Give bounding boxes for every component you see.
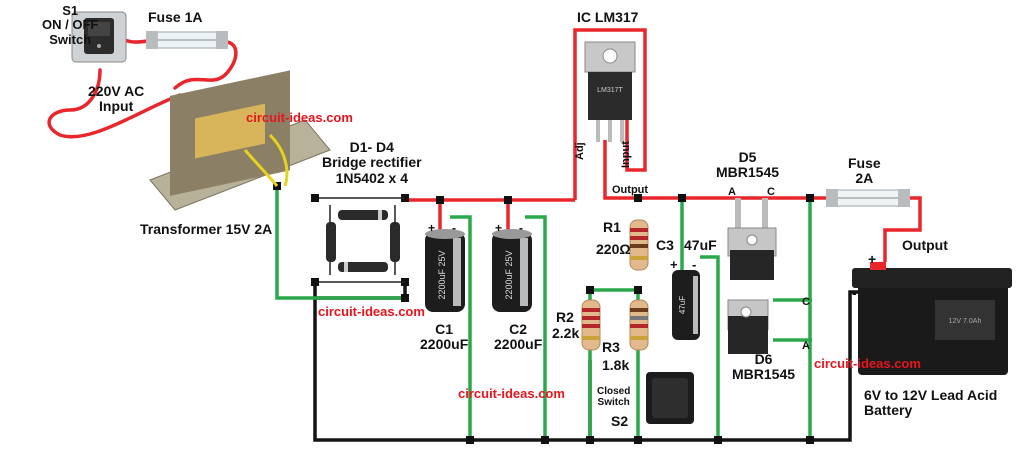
c2-marking: 2200uF 25V	[504, 250, 514, 299]
d5-anode: A	[728, 186, 736, 198]
adj-label: Adj	[574, 142, 586, 160]
closed-line2: Switch	[597, 397, 630, 408]
c2-label: C2 2200uF	[494, 321, 543, 353]
closed-switch-label: Closed Switch	[597, 386, 630, 408]
c1-name: C1	[435, 321, 454, 337]
c2-value: 2200uF	[494, 336, 543, 353]
r1-value: 220Ω	[596, 241, 631, 257]
battery-minus: -	[852, 285, 857, 301]
bridge-rectifier-icon	[319, 197, 405, 283]
r3-resistor-icon	[629, 299, 649, 351]
c3-plus: +	[670, 257, 678, 272]
r2-name: R2	[556, 309, 574, 325]
c3-name: C3	[656, 237, 674, 253]
s2-label: S2	[611, 413, 629, 429]
r2-resistor-icon	[581, 299, 601, 351]
s1-title: S1	[62, 3, 79, 18]
battery-icon: 12V 7.0Ah	[852, 262, 1012, 375]
battery-plus: +	[868, 251, 877, 267]
c1-label: C1 2200uF	[420, 321, 469, 353]
fuse2-line1: Fuse	[848, 155, 881, 171]
d6-part: MBR1545	[732, 366, 796, 383]
bridge-line1: D1- D4	[349, 139, 394, 155]
output-label: Output	[902, 237, 948, 253]
fuse1-label: Fuse 1A	[148, 9, 203, 25]
s1-label: S1 ON / OFF Switch	[42, 3, 99, 47]
c1-marking: 2200uF 25V	[437, 250, 447, 299]
watermark-4: circuit-ideas.com	[814, 356, 921, 371]
s1-line2: Switch	[49, 31, 92, 47]
input-pin-label: Input	[620, 141, 632, 168]
d6-cathode: C	[802, 296, 810, 308]
bridge-line3: 1N5402 x 4	[335, 169, 408, 186]
watermark-1: circuit-ideas.com	[246, 110, 353, 125]
fuse-1a-icon	[146, 31, 228, 49]
s1-switch-icon	[71, 11, 127, 63]
lm317-ic-icon: LM317T	[584, 41, 636, 142]
r3-name: R3	[602, 339, 620, 355]
battery-marking: 12V 7.0Ah	[949, 318, 982, 325]
c2-plus: +	[495, 221, 503, 235]
fuse2-label: Fuse 2A	[848, 155, 881, 187]
c2-name: C2	[509, 321, 528, 337]
c1-minus: -	[452, 221, 456, 235]
d5-part: MBR1545	[716, 164, 780, 181]
ic-marking: LM317T	[597, 87, 623, 94]
bridge-label: D1- D4 Bridge rectifier 1N5402 x 4	[322, 139, 422, 186]
battery-line2: Battery	[864, 402, 913, 419]
c3-capacitor-icon: 47uF	[672, 270, 700, 340]
c3-marking: 47uF	[678, 296, 687, 314]
transformer-label: Transformer 15V 2A	[140, 221, 273, 237]
r3-value: 1.8k	[602, 357, 630, 373]
d5-diode-icon	[727, 198, 777, 280]
c1-plus: +	[428, 221, 436, 235]
fuse2-line2: 2A	[855, 170, 874, 187]
c1-value: 2200uF	[420, 336, 469, 353]
battery-line1: 6V to 12V Lead Acid	[864, 387, 998, 403]
d5-label: D5 MBR1545	[716, 149, 780, 181]
d6-anode: A	[802, 340, 810, 352]
c3-minus: -	[692, 257, 697, 272]
s1-line1: ON / OFF	[42, 17, 99, 33]
watermark-2: circuit-ideas.com	[318, 304, 425, 319]
s2-switch-icon	[646, 372, 694, 424]
output-pin-label: Output	[612, 184, 649, 196]
ac-input-label: 220V AC Input	[88, 83, 145, 115]
ic-label: IC LM317	[577, 9, 639, 25]
ac-line2: Input	[99, 98, 134, 115]
fuse-2a-icon	[826, 189, 910, 207]
c2-minus: -	[519, 221, 523, 235]
positive-rail	[405, 28, 922, 262]
transformer-icon	[149, 70, 331, 211]
bridge-line2: Bridge rectifier	[322, 154, 422, 171]
c1-capacitor-icon: 2200uF 25V	[425, 229, 465, 312]
ac-line1: 220V AC	[88, 83, 145, 99]
closed-line1: Closed	[597, 386, 631, 397]
c2-capacitor-icon: 2200uF 25V	[492, 229, 532, 312]
d5-cathode: C	[767, 186, 775, 198]
r1-name: R1	[603, 219, 621, 235]
d6-label: D6 MBR1545	[732, 351, 796, 383]
r1-resistor-icon	[629, 219, 649, 271]
d5-name: D5	[738, 149, 757, 165]
d6-name: D6	[754, 351, 773, 367]
d6-diode-icon	[727, 299, 769, 354]
r2-value: 2.2k	[552, 325, 580, 341]
c3-value: 47uF	[684, 237, 717, 253]
battery-label: 6V to 12V Lead Acid Battery	[864, 387, 998, 419]
watermark-3: circuit-ideas.com	[458, 386, 565, 401]
